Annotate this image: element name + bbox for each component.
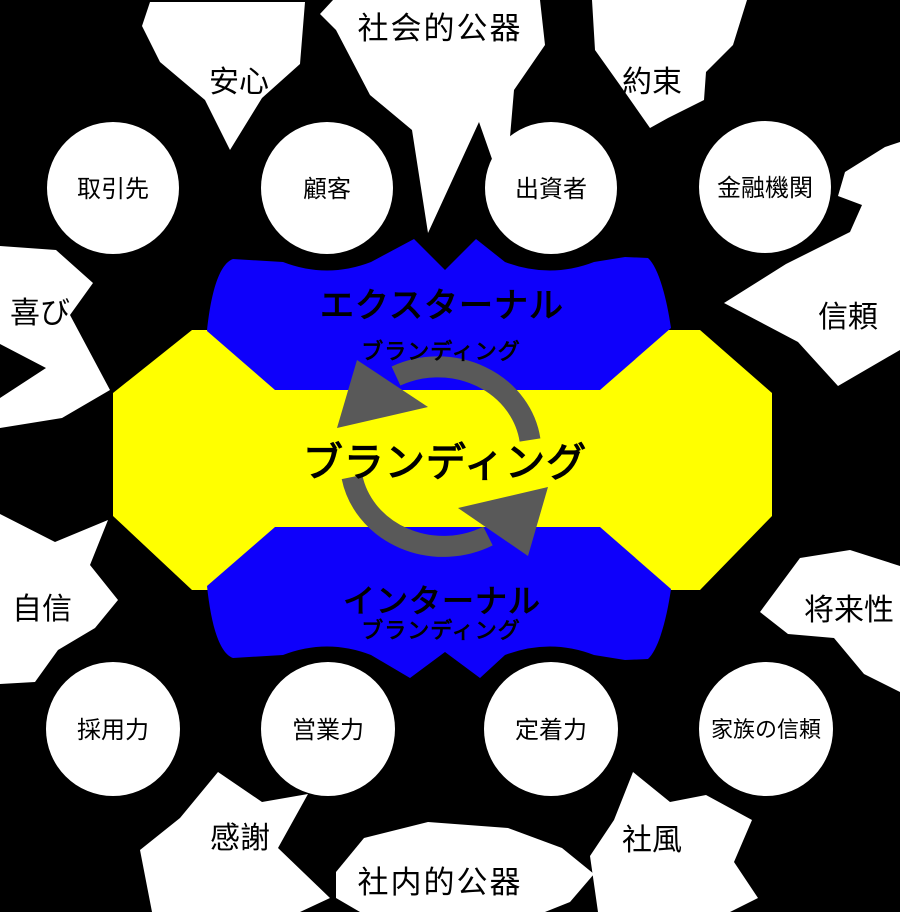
circle-label-customers: 顧客 [303,176,351,203]
callout-label-trust: 信頼 [818,301,878,334]
callout-blob-gratitude [140,772,330,912]
circle-label-business-partners: 取引先 [77,176,149,203]
branding-yellow-band [113,330,772,590]
internal-branding-ribbon [207,527,671,678]
external-branding-subtitle: ブランディング [361,339,520,364]
callout-label-safety: 安心 [209,66,269,99]
circle-financial-institutions [699,121,831,253]
callout-blob-trust [724,142,900,386]
circle-investors [485,122,617,254]
circle-label-retention-power: 定着力 [515,717,587,744]
internal-branding-subtitle: ブランディング [361,618,520,643]
callout-label-confidence: 自信 [12,593,72,626]
circle-business-partners [47,122,179,254]
callout-blob-confidence [0,514,118,684]
callout-blob-social-instrument [320,0,545,233]
callout-blob-culture [590,772,758,912]
callout-label-gratitude: 感謝 [210,822,270,855]
callout-label-social-instrument: 社会的公器 [358,11,523,46]
circle-retention-power [484,662,618,796]
external-branding-title: エクスターナル [320,287,564,325]
callout-label-internal-instrument: 社内的公器 [358,865,523,900]
callout-label-culture: 社風 [622,824,682,857]
callout-blob-safety [142,2,305,150]
circle-recruiting-power [46,662,180,796]
circle-sales-power [261,662,395,796]
external-branding-ribbon [207,239,671,390]
callout-blob-promise [592,0,747,128]
callout-blob-future [760,550,900,692]
branding-center-title: ブランディング [303,440,587,485]
circle-label-investors: 出資者 [515,176,587,203]
stakeholder-circles [46,121,833,796]
circle-family-trust [699,662,833,796]
cycle-arrow-top-head [337,360,428,428]
callout-label-joy: 喜び [10,297,70,330]
internal-branding-title: インターナル [343,583,541,619]
circle-customers [261,122,393,254]
callout-blob-internal-instrument [336,822,594,912]
cycle-arrow-bottom-head [458,487,548,556]
circle-label-sales-power: 営業力 [292,717,364,744]
callout-label-future: 将来性 [804,594,894,627]
circle-label-recruiting-power: 採用力 [77,717,149,744]
cycle-arrow-bottom-arc [341,474,493,557]
callout-blob-joy [0,246,110,428]
cycle-arrows-icon [337,356,548,557]
callout-label-promise: 約束 [622,66,682,99]
circle-label-family-trust: 家族の信頼 [711,717,821,742]
cycle-arrow-top-arc [391,356,541,442]
circle-label-financial-institutions: 金融機関 [717,175,813,202]
